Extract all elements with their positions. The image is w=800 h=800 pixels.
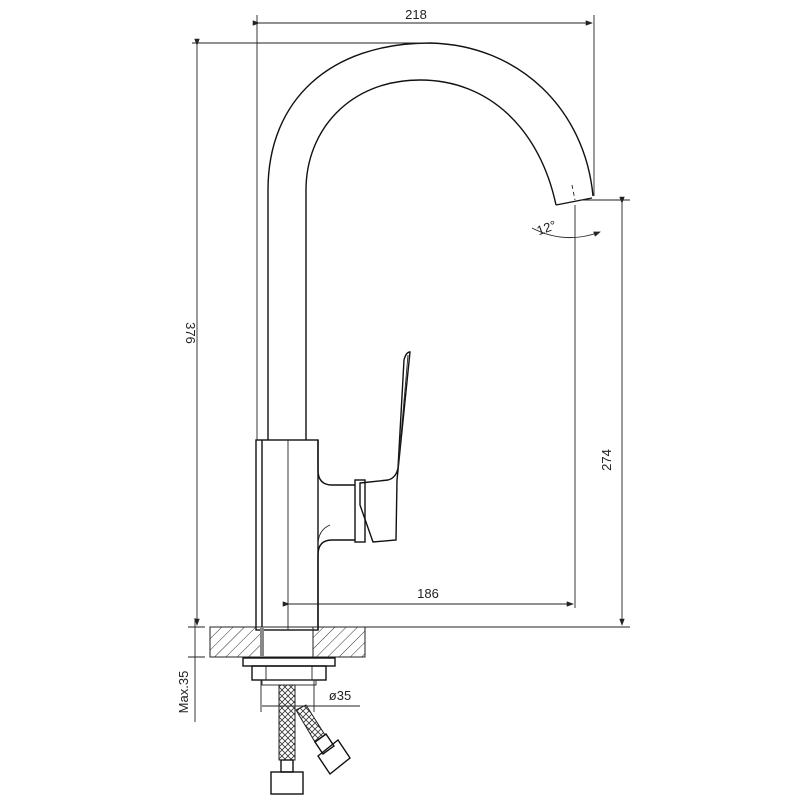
dimension-218: 218 [252, 7, 595, 440]
dimension-label-376: 376 [183, 322, 198, 344]
faucet-body [255, 439, 366, 631]
dimension-label-diameter: ø35 [329, 688, 351, 703]
dimension-label-angle: 12° [535, 217, 559, 238]
dimension-label-max35: Max.35 [176, 671, 191, 714]
dimension-label-218: 218 [405, 7, 427, 22]
spout [267, 42, 594, 440]
lever-handle [359, 351, 411, 543]
flexible-hoses [270, 684, 351, 795]
dimension-label-186: 186 [417, 586, 439, 601]
dimension-274: 274 [580, 196, 630, 626]
mounting-nut [242, 657, 336, 686]
countertop-section [209, 626, 630, 658]
dimension-angle-12: 12° [531, 217, 601, 238]
dimension-max35: Max.35 [176, 618, 205, 722]
dimension-label-274: 274 [599, 449, 614, 471]
dimension-186: 186 [282, 205, 576, 608]
dimension-376: 376 [183, 38, 430, 626]
dimension-diameter-35: ø35 [260, 680, 360, 712]
